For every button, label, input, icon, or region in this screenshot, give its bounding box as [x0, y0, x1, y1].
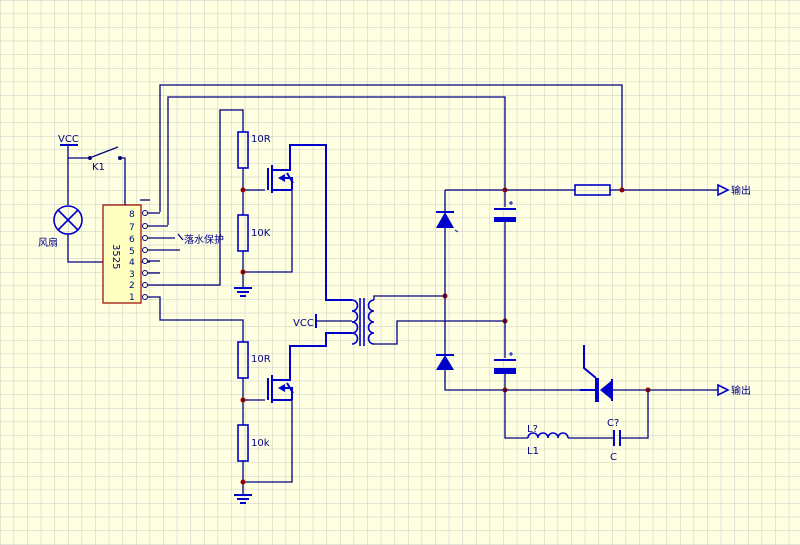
output-1-branch[interactable]: 输出 — [505, 183, 751, 197]
ground-top-icon — [234, 287, 252, 297]
igbt-icon[interactable] — [580, 345, 613, 402]
r-bot2-label: 10k — [251, 438, 270, 449]
ic-pin-wires[interactable] — [148, 109, 244, 342]
top-stage-wires[interactable] — [240, 168, 293, 288]
ic-pin-3: 3 — [129, 270, 135, 280]
water-protection-label: 落水保护 — [184, 233, 224, 246]
capacitor-ref-label: C? — [607, 418, 619, 429]
mosfet-top-icon[interactable] — [267, 144, 352, 301]
fan-label: 风扇 — [38, 236, 58, 249]
mosfet-bottom-icon[interactable] — [267, 332, 352, 403]
ic-pin-5: 5 — [129, 247, 135, 257]
top-bus-wires[interactable] — [140, 84, 623, 225]
diode-bottom-icon[interactable] — [436, 354, 454, 370]
ic-pin-6: 6 — [129, 235, 135, 245]
vcc-mid-label: VCC — [293, 318, 314, 329]
bottom-stage-wires[interactable] — [240, 378, 293, 495]
ic-part-label: 3525 — [110, 244, 121, 269]
capacitor-value-label: C — [610, 452, 617, 463]
ground-bottom-icon — [234, 494, 252, 504]
vcc-top-symbol: VCC — [58, 134, 79, 205]
inductor-ref-label: L? — [527, 424, 538, 435]
r-bot1-label: 10R — [251, 354, 271, 365]
ic-pin-1: 1 — [129, 293, 135, 303]
lc-filter[interactable]: L? L1 C? C — [504, 390, 649, 463]
rectifier-wires[interactable] — [444, 187, 508, 393]
inductor-value-label: L1 — [527, 446, 539, 457]
r-top2-label: 10K — [251, 228, 271, 239]
ic-pin-labels: 8 7 6 5 4 3 2 1 — [129, 210, 135, 303]
output-2-branch[interactable]: 输出 — [505, 383, 751, 397]
switch-label: K1 — [92, 162, 105, 173]
ic-pin-7: 7 — [129, 223, 135, 233]
ic-pin-8: 8 — [129, 210, 135, 220]
ic-3525[interactable]: 8 3525 8 7 6 5 4 3 2 1 — [102, 204, 148, 304]
diode-top-icon[interactable] — [436, 211, 459, 233]
vcc-top-label: VCC — [58, 134, 79, 145]
fan-lamp-icon[interactable]: 风扇 — [38, 205, 150, 263]
ic-pin-4: 4 — [129, 258, 135, 268]
output-1-label: 输出 — [731, 184, 751, 197]
ic-pin-2: 2 — [129, 281, 135, 291]
capacitor-bottom-icon[interactable] — [494, 352, 516, 374]
capacitor-top-icon[interactable] — [494, 201, 516, 222]
r-top1-label: 10R — [251, 134, 271, 145]
water-protection-tag: 落水保护 — [177, 233, 224, 246]
output-2-label: 输出 — [731, 384, 751, 397]
transformer-icon[interactable]: VCC — [293, 293, 508, 347]
